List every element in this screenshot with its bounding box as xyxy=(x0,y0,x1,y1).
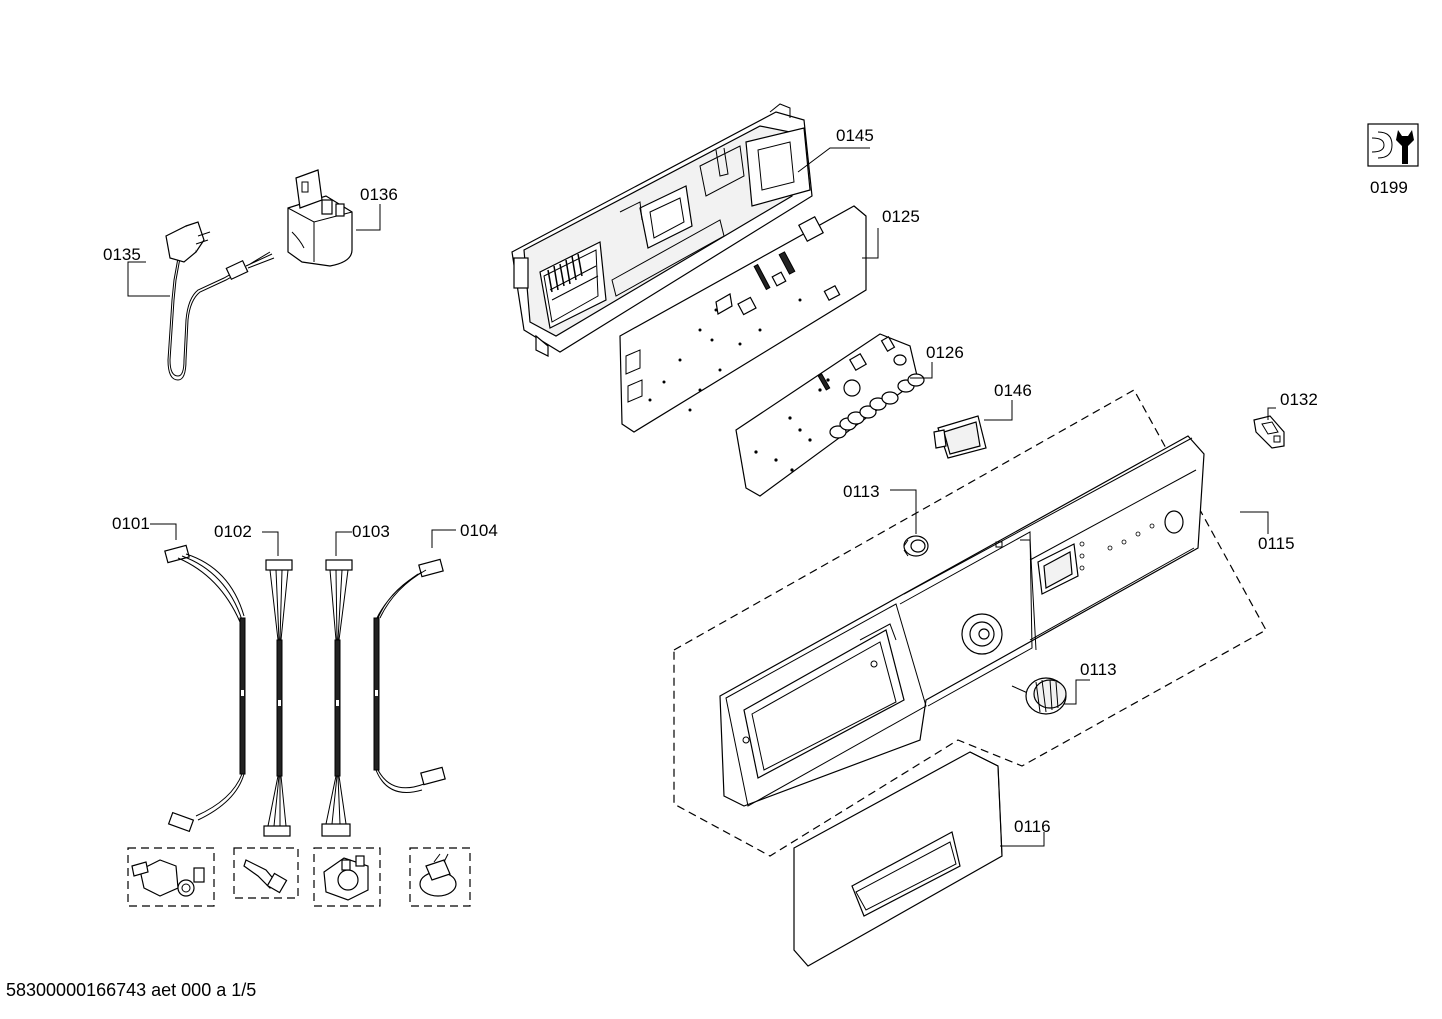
label-0113-lower: 0113 xyxy=(1080,660,1117,679)
wire-harness-0101 xyxy=(164,544,246,833)
label-0115: 0115 xyxy=(1258,534,1295,553)
label-0126: 0126 xyxy=(926,343,964,362)
display-control-board xyxy=(735,333,925,497)
label-0116: 0116 xyxy=(1014,817,1051,836)
knob-small xyxy=(903,535,929,557)
component-box-sensor xyxy=(233,847,299,899)
label-0146: 0146 xyxy=(994,381,1032,400)
encoder-coils xyxy=(829,354,925,439)
drawer-handle xyxy=(793,751,1003,967)
control-panel xyxy=(719,435,1205,807)
label-0132: 0132 xyxy=(1280,390,1318,409)
label-0101: 0101 xyxy=(112,514,150,533)
wrench-icon xyxy=(1367,123,1419,167)
assembly-outline-0115 xyxy=(673,389,1267,857)
power-cord xyxy=(165,221,275,381)
interference-suppressor xyxy=(287,169,353,267)
label-0145: 0145 xyxy=(836,126,874,145)
wire-harness-0103 xyxy=(321,559,353,837)
label-0125: 0125 xyxy=(882,207,920,226)
display-window xyxy=(933,415,987,459)
rotary-knob xyxy=(1011,677,1067,715)
component-box-level-sensor xyxy=(409,847,471,907)
label-0199: 0199 xyxy=(1370,178,1408,197)
component-box-pressure-switch xyxy=(313,847,381,907)
fixing-clip xyxy=(1253,415,1285,449)
label-0104: 0104 xyxy=(460,521,498,540)
drawing-number: 58300000166743 aet 000 a 1/5 xyxy=(6,980,257,1000)
label-0113-upper: 0113 xyxy=(843,482,880,501)
wire-harness-0102 xyxy=(263,559,293,837)
main-control-board xyxy=(619,205,867,433)
label-0102: 0102 xyxy=(214,522,252,541)
label-0135: 0135 xyxy=(103,245,141,264)
component-box-valve xyxy=(127,847,215,907)
label-0103: 0103 xyxy=(352,522,390,541)
label-0136: 0136 xyxy=(360,185,398,204)
module-housing xyxy=(511,103,813,357)
wire-harness-0104 xyxy=(373,558,446,793)
